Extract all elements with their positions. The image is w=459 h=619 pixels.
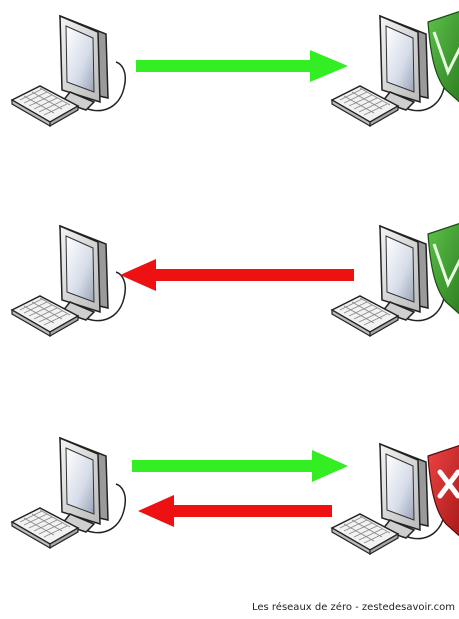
computer-icon-left-1	[11, 15, 127, 127]
allowed-arrow-right-3	[132, 450, 348, 482]
firewall-shield-allow-icon-2	[426, 220, 459, 320]
computer-icon-left-3	[11, 437, 127, 549]
blocked-arrow-left-2	[120, 259, 354, 291]
firewall-shield-block-icon-3	[428, 444, 459, 540]
blocked-arrow-left-3	[138, 495, 332, 527]
computer-icon-left-2	[11, 225, 127, 337]
allowed-arrow-right-1	[136, 50, 348, 82]
footer-credit: Les réseaux de zéro - zestedesavoir.com	[251, 602, 455, 613]
scenario-bidirectional-blocked	[11, 437, 459, 555]
scenario-incoming-blocked	[11, 220, 459, 337]
scenario-outgoing-allowed	[11, 8, 459, 127]
